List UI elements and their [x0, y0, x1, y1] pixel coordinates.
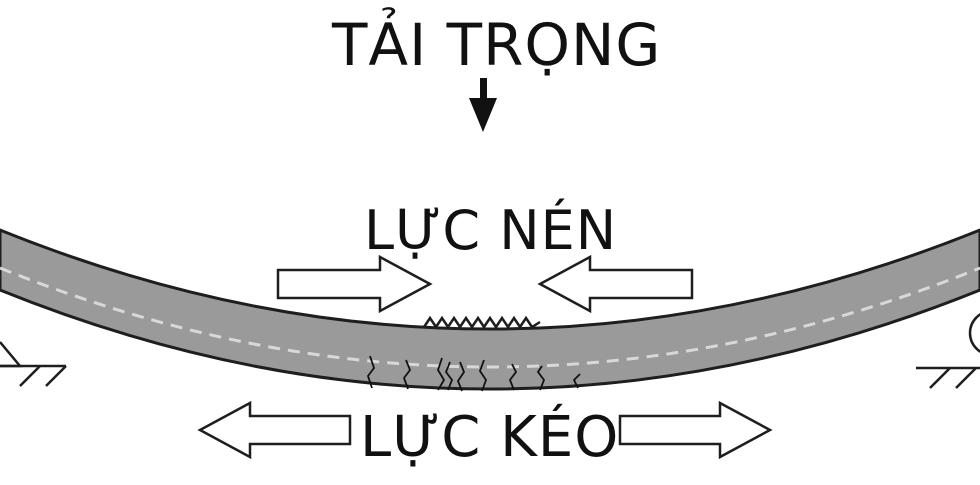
load-arrow — [469, 78, 497, 132]
compression-arrow-right — [537, 254, 694, 314]
right-support — [916, 313, 980, 389]
beam-body — [0, 228, 980, 391]
compression-label: LỰC NÉN — [364, 199, 618, 262]
load-label: TẢI TRỌNG — [332, 11, 662, 79]
tension-arrow-left — [197, 400, 352, 460]
left-support — [0, 341, 67, 387]
tension-arrow-right — [618, 400, 773, 460]
compression-arrow-left — [276, 254, 433, 314]
tension-cracks — [366, 355, 581, 392]
tension-label: LỰC KÉO — [360, 405, 620, 470]
neutral-axis — [0, 266, 980, 369]
compression-wrinkle — [422, 315, 541, 330]
